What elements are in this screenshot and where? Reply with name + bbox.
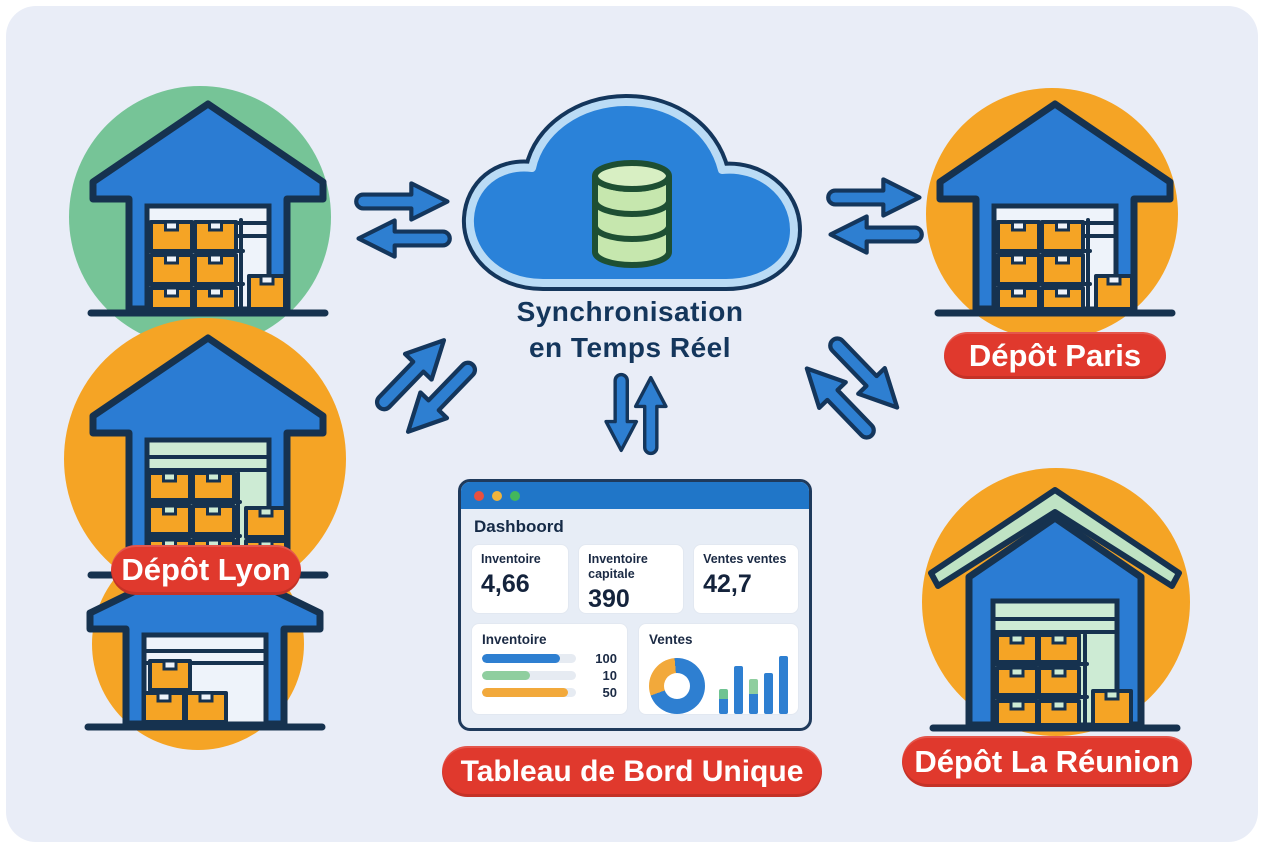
sync-arrows-left-horizontal — [354, 181, 452, 259]
sales-donut-chart — [649, 658, 705, 714]
sync-arrows-right-horizontal — [826, 177, 924, 255]
sales-column — [719, 688, 728, 714]
boxes-icon — [996, 220, 1134, 311]
inventory-chart-title: Inventoire — [482, 632, 547, 647]
dashboard-title: Dashboord — [474, 517, 564, 536]
inventory-bar — [482, 671, 530, 680]
database-icon — [592, 160, 672, 268]
stats-row: Inventoire 4,66 Inventoire capitale 390 … — [471, 544, 799, 614]
dashboard-body: Dashboord Inventoire 4,66 Inventoire cap… — [461, 509, 809, 723]
badge-depot-paris: Dépôt Paris — [944, 332, 1166, 379]
dashboard-window: Dashboord Inventoire 4,66 Inventoire cap… — [458, 479, 812, 731]
stat-label: Ventes ventes — [703, 552, 787, 566]
stat-value: 4,66 — [481, 570, 530, 598]
sync-arrows-right-diagonal — [804, 336, 900, 440]
sales-chart-title: Ventes — [649, 632, 693, 647]
inventory-bar-row: 10 — [482, 668, 617, 683]
warehouse-icon-top-right — [934, 100, 1176, 317]
donut-hole — [664, 673, 690, 699]
window-dot-green-icon — [510, 490, 520, 501]
badge-depot-la-reunion: Dépôt La Réunion — [902, 736, 1192, 787]
inventory-bar-row: 50 — [482, 685, 617, 700]
inventory-bar-value: 100 — [595, 651, 617, 666]
badge-tableau-de-bord: Tableau de Bord Unique — [442, 746, 822, 797]
warehouse-icon-top-left — [87, 100, 329, 317]
badge-depot-lyon: Dépôt Lyon — [111, 545, 301, 595]
window-dot-yellow-icon — [492, 490, 502, 501]
charts-row: Inventoire 100 10 50 Ventes — [471, 623, 799, 715]
stat-value: 390 — [588, 585, 630, 613]
warehouse-roof — [928, 487, 1182, 589]
boxes-icon — [149, 220, 287, 311]
sync-arrows-vertical — [604, 372, 668, 456]
stat-value: 42,7 — [703, 570, 752, 598]
inventory-chart-card: Inventoire 100 10 50 — [471, 623, 628, 715]
sync-title: Synchronisation en Temps Réel — [430, 294, 830, 366]
stat-card-inventory-capital: Inventoire capitale 390 — [578, 544, 685, 614]
stat-card-sales: Ventes ventes 42,7 — [693, 544, 799, 614]
sales-column — [734, 666, 743, 714]
sales-bar-chart — [719, 654, 788, 714]
boxes-icon — [995, 633, 1133, 727]
window-dot-red-icon — [474, 490, 484, 501]
inventory-bar — [482, 654, 561, 663]
warehouse-icon-bottom-right — [928, 487, 1182, 732]
sales-chart-card: Ventes — [638, 623, 799, 715]
sync-title-line1: Synchronisation — [516, 296, 744, 327]
boxes-icon — [142, 659, 228, 724]
inventory-bar-value: 10 — [602, 668, 617, 683]
stat-label: Inventoire — [481, 552, 541, 566]
inventory-bar-value: 50 — [602, 685, 617, 700]
sales-column — [764, 673, 773, 714]
stat-label: Inventoire capitale — [588, 552, 648, 581]
sync-title-line2: en Temps Réel — [528, 332, 732, 363]
sales-column — [749, 679, 758, 714]
warehouse-icon-bottom-left — [84, 553, 326, 731]
inventory-bar-row: 100 — [482, 651, 617, 666]
inventory-bar — [482, 688, 568, 697]
sales-column — [779, 655, 788, 714]
dashboard-titlebar — [461, 482, 809, 509]
stat-card-inventory: Inventoire 4,66 — [471, 544, 570, 614]
cloud-database-icon — [461, 94, 802, 291]
sync-arrows-left-diagonal — [374, 338, 478, 434]
